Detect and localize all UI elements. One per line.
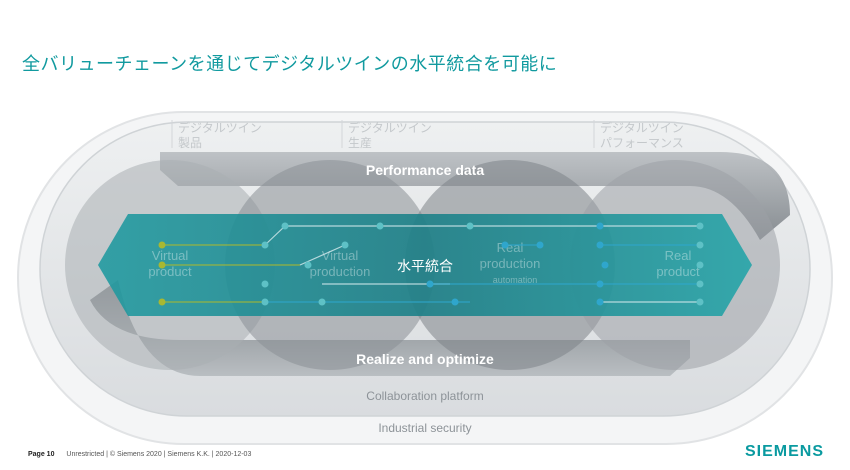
connector-dot [696,261,704,269]
connector-dot [451,298,459,306]
twin-label-product-1: デジタルツイン [178,120,262,135]
connector-dot [261,280,269,288]
siemens-logo: SIEMENS [744,443,824,460]
twin-label-production-2: 生産 [348,135,372,150]
connector-dot [696,222,704,230]
center-label: 水平統合 [397,259,453,275]
connector-dot [466,222,474,230]
twin-label-production-1: デジタルツイン [348,120,432,135]
connector-dot [596,241,604,249]
connector-dot [158,261,166,269]
circle-label-virtual-product-2: product [148,264,192,279]
outer-ring-label: Industrial security [378,421,471,435]
connector-dot [261,241,269,249]
twin-label-performance-1: デジタルツイン [600,120,684,135]
connector-dot [341,241,349,249]
connector-dot [158,298,166,306]
twin-label-performance-2: パフォーマンス [600,136,684,150]
slide-title: 全バリューチェーンを通じてデジタルツインの水平統合を可能に [22,54,558,75]
footer: Page 10 Unrestricted | © Siemens 2020 | … [28,451,251,458]
connector-dot [696,280,704,288]
connector-dot [318,298,326,306]
circle-label-real-product-1: Real [665,248,692,263]
connector-dot [601,261,609,269]
footer-info: Unrestricted | © Siemens 2020 | Siemens … [66,451,252,458]
page-number: Page 10 [28,451,55,458]
connector-line [264,225,286,246]
circle-label-real-product-2: product [656,264,700,279]
connector-dot [281,222,289,230]
connector-dot [696,298,704,306]
circle-label-virtual-production-1: Virtual [322,248,359,263]
circle-label-real-production-1: Real [497,240,524,255]
top-band-label: Performance data [366,162,484,178]
connector-dot [596,222,604,230]
circle-label-real-production-2: production [480,256,541,271]
connector-dot [376,222,384,230]
connector-dot [304,261,312,269]
inner-ring-label: Collaboration platform [366,389,483,403]
connector-dot [536,241,544,249]
connector-dot [261,298,269,306]
connector-network [158,222,704,306]
connector-dot [596,298,604,306]
connector-dot [696,241,704,249]
twin-label-product-2: 製品 [178,136,202,150]
bottom-band-label: Realize and optimize [356,351,494,367]
connector-dot [158,241,166,249]
circle-label-virtual-product-1: Virtual [152,248,189,263]
circle-label-virtual-production-2: production [310,264,371,279]
horizontal-integration-arrow [98,214,752,316]
circle-label-real-production-3: automation [493,275,538,285]
connector-dot [596,280,604,288]
connector-dot [501,241,509,249]
connector-dot [426,280,434,288]
